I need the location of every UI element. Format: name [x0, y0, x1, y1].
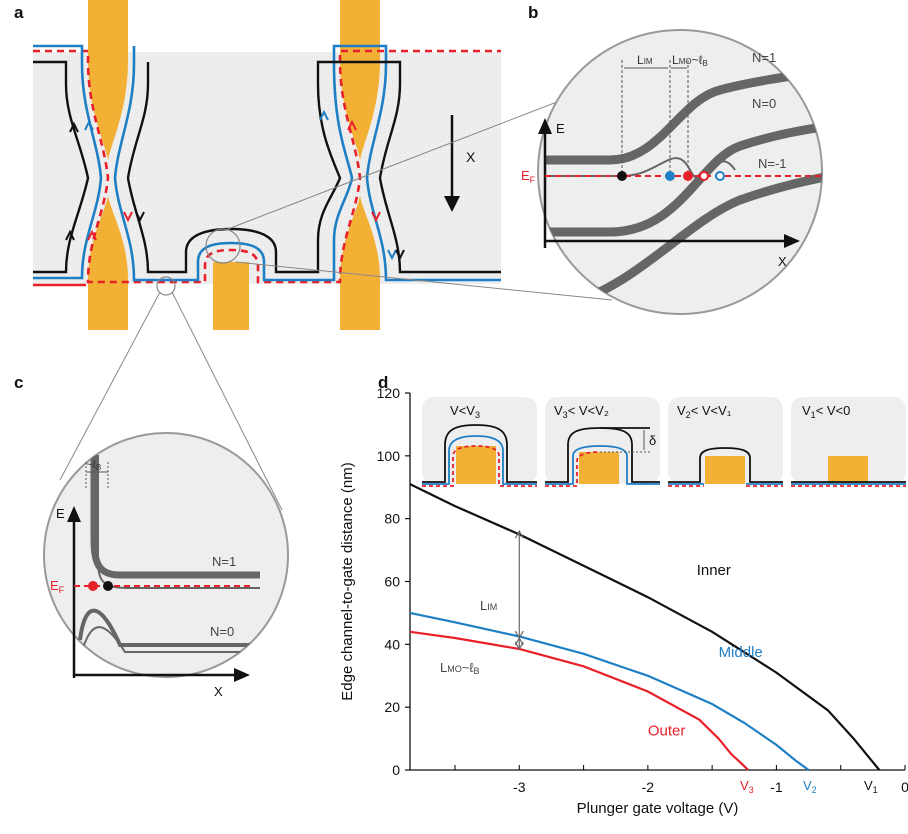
lim-label: LIM	[637, 53, 653, 67]
x-tick-label: -2	[642, 779, 655, 795]
level-label-n1: N=1	[212, 554, 236, 569]
annotation-arrowhead	[514, 641, 524, 651]
plunger-gate	[213, 262, 249, 330]
fermi-label: EF	[50, 578, 65, 595]
inset-1-label: V<V3	[450, 403, 480, 420]
series-line-outer	[409, 630, 749, 771]
lb-label: ~ℓB	[86, 459, 101, 472]
level-label-n1: N=1	[752, 50, 776, 65]
level-nm1	[578, 171, 822, 305]
y-tick-label: 60	[384, 574, 400, 590]
panel-d: d V<V3 δ V3< V<V₂	[339, 373, 908, 817]
x-axis-label: X	[778, 254, 787, 269]
x-arrow-head	[444, 196, 460, 212]
energy-axis-label: E	[56, 506, 65, 521]
y-tick-label: 40	[384, 636, 400, 652]
zoom-connectors	[59, 94, 613, 511]
dimension-lines	[621, 60, 689, 174]
zoom-circle-c	[156, 276, 176, 296]
panel-a: a	[14, 0, 501, 330]
delta-label: δ	[649, 433, 656, 448]
x-axis-title: Plunger gate voltage (V)	[577, 800, 739, 817]
level-label-nm1: N=-1	[758, 156, 787, 171]
energy-axis-head	[67, 506, 81, 522]
level-n1	[90, 455, 260, 579]
outer-crossing-dot	[683, 171, 693, 181]
inset-4: V1< V<0	[791, 397, 906, 487]
x-axis-head	[784, 234, 800, 248]
edge-channel-outer	[33, 49, 501, 284]
open-blue-dot	[715, 171, 725, 181]
panel-d-label: d	[378, 373, 388, 392]
outer-crossing-dot	[88, 581, 98, 591]
middle-crossing-dot	[665, 171, 675, 181]
series-label-middle: Middle	[719, 644, 763, 661]
edge-channel-inner-2	[126, 60, 501, 274]
energy-axis-label: E	[556, 121, 565, 136]
x-axis-label: X	[214, 684, 223, 699]
edge-channel-middle	[33, 44, 103, 280]
y-tick-label: 80	[384, 511, 400, 527]
split-levels	[545, 157, 736, 180]
gate-left	[88, 0, 128, 330]
edge-channel-middle-2	[113, 44, 501, 282]
fermi-label: EF	[521, 168, 536, 185]
inset-2: δ V3< V<V₂	[545, 397, 660, 487]
edge-channel-inner	[33, 60, 90, 274]
x-axis-head	[234, 668, 250, 682]
gate-right	[340, 0, 380, 330]
series-label-outer: Outer	[648, 722, 686, 739]
panel-b: b E X EF LIM LMO~ℓB N=1 N=0 N=-1	[521, 3, 823, 315]
annotation-arrowhead	[514, 530, 524, 539]
inner-crossing-dot	[103, 581, 113, 591]
level-n0	[545, 121, 822, 237]
zoom-circle	[537, 29, 823, 315]
level-n1-split	[97, 455, 260, 589]
inset-3-label: V2< V<V₁	[677, 403, 732, 420]
y-tick-label: 100	[377, 448, 401, 464]
zoom-circle-c-large	[43, 432, 289, 678]
inset-2-label: V3< V<V₂	[554, 403, 609, 420]
zoom-circle-b	[205, 228, 241, 264]
panel-c-label: c	[14, 373, 23, 392]
annotation-arrowhead	[514, 636, 524, 646]
y-tick-label: 0	[392, 762, 400, 778]
flow-arrows	[65, 109, 405, 261]
y-axis-title: Edge channel-to-gate distance (nm)	[339, 462, 356, 700]
panel-c: c E X EF ~ℓB N=1 N=0	[14, 373, 289, 699]
x-tick-label: 0	[901, 779, 908, 795]
open-red-dot	[699, 171, 709, 181]
y-tick-label: 120	[377, 385, 401, 401]
x-tick-label: -1	[770, 779, 783, 795]
panel-a-label: a	[14, 3, 24, 22]
inset-3: V2< V<V₁	[668, 397, 783, 487]
x-direction-label: X	[466, 149, 476, 165]
series-line-inner	[409, 483, 881, 771]
panel-b-label: b	[528, 3, 538, 22]
inset-1: V<V3	[422, 397, 537, 487]
inner-crossing-dot	[617, 171, 627, 181]
x-tick-label: -3	[513, 779, 526, 795]
energy-axis-head	[538, 118, 552, 134]
level-label-n0: N=0	[210, 624, 234, 639]
inset-4-label: V1< V<0	[802, 403, 850, 420]
series-label-inner: Inner	[697, 562, 731, 579]
y-tick-label: 20	[384, 699, 400, 715]
series-line-middle	[409, 611, 810, 771]
level-label-n0: N=0	[752, 96, 776, 111]
lmo-label: LMO~ℓB	[672, 53, 708, 68]
